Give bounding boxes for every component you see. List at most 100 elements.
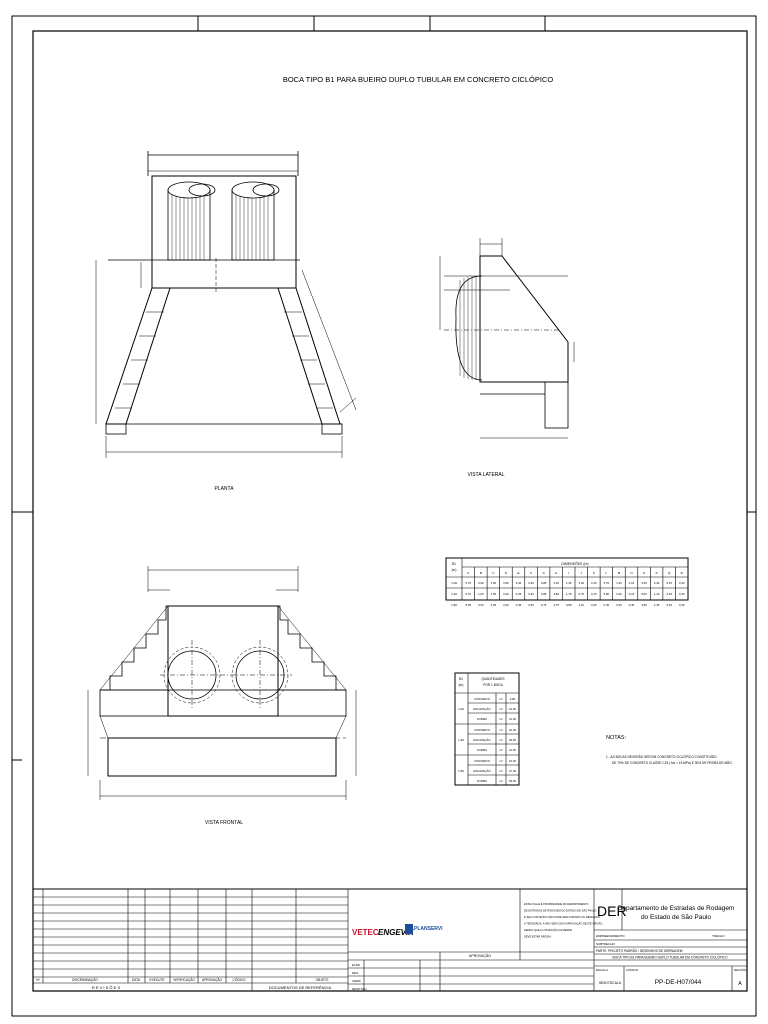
role-label: VERIF. [352,979,362,983]
qty-value: 10,90 [509,707,516,711]
dim-cell: 0,15 [591,592,597,596]
dim-col-header: M [618,571,621,575]
dim-cell: 0,85 [541,581,547,585]
dim-cell: 2,40 [654,581,660,585]
qty-group-b1: 1,00 [458,707,464,711]
dim-cell: 0,30 [503,603,509,607]
revision-label: REVISÃO [734,967,748,972]
dim-col-header: R [681,571,684,575]
dim-cell: 0,90 [478,581,484,585]
dim-cell: 5,70 [604,581,610,585]
qty-value: 41,00 [509,748,516,752]
dim-cell: 5,60 [641,592,647,596]
confidential-line: ESTE FOLHA É PROPRIEDADE DO DEPARTAMENTO [524,901,589,906]
plan-pipe-left [167,181,216,261]
dim-cell: 0,30 [528,581,534,585]
dim-cell: 8,05 [466,603,472,607]
qty-unit: m³ [499,728,502,732]
notes-heading: NOTAS: [606,735,627,741]
dim-cell: 0,45 [629,603,635,607]
dim-cell: 0,45 [666,592,672,596]
revision-header: Nº [36,978,40,982]
scale-value: SEM ESCALA [599,981,622,985]
qty-unit: m³ [499,707,502,711]
dim-corner-b1: B1 [452,562,456,566]
role-label: ELAB. [352,963,361,967]
revisions-label: R E V I S Õ E S [92,985,121,990]
dim-row-b1: 1,00 [451,581,457,585]
reference-label: DOCUMENTOS DE REFERÊNCIA [269,985,332,990]
dim-col-header: A [467,571,469,575]
qty-item: FORMA [477,779,487,783]
dimensions-table [445,557,689,601]
field-empreendimento: EMPREENDIMENTO [596,934,625,938]
dim-cell: 5,70 [466,581,472,585]
dim-cell: 4,75 [553,603,559,607]
qty-unit: m² [499,717,502,721]
qty-value: 53,00 [509,779,516,783]
reference-header-object: OBJETO [316,978,329,982]
dim-col-header: J [581,571,583,575]
dim-cell: 0,45 [591,603,597,607]
qty-header-b1: B1 [459,677,463,681]
field-subtrecho: SUBTRECHO [596,942,616,946]
drawing-title: BOCA TIPO B1 PARA BUEIRO DUPLO TUBULAR E… [283,75,554,84]
roles-text: ELAB.DES.VERIF.RESP.TÉC. [352,963,368,991]
dim-col-header: L [606,571,608,575]
dim-cell: 0,45 [516,581,522,585]
frontal-label: VISTA FRONTAL [205,820,243,826]
dim-cell: 6,70 [466,592,472,596]
dim-cell: 4,50 [641,581,647,585]
dim-cell: 1,30 [616,581,622,585]
dim-cell: 0,85 [541,592,547,596]
dim-cell: 0,30 [478,603,484,607]
qty-unit: m³ [499,759,502,763]
dim-group-header: DIMENSÕES (m) [561,561,588,566]
dim-cell: 0,45 [516,592,522,596]
qty-item: ESCAVAÇÃO [474,768,492,773]
dim-cell: 4,30 [553,581,559,585]
revision-header: EXECUTE [149,978,164,982]
dim-cell: 0,30 [679,581,685,585]
dim-col-header: H [555,571,557,575]
dim-col-header: I [568,571,569,575]
qty-unit: m² [499,748,502,752]
confidential-text: ESTE FOLHA É PROPRIEDADE DO DEPARTAMENTO… [524,901,603,939]
dim-row-b1: 1,50 [451,603,457,607]
dim-cell: 0,45 [604,603,610,607]
qty-unit: m³ [499,697,502,701]
dim-row-b1: 1,20 [451,592,457,596]
dim-cell: 0,30 [503,592,509,596]
dim-cell: 4,80 [553,592,559,596]
dim-cell: 1,55 [491,592,497,596]
logo-engevix: ENGEVIX [378,928,414,937]
dim-cell: 0,15 [629,581,635,585]
dim-cell: 2,05 [491,603,497,607]
qty-header-sub: POR 1 BOCA [483,683,503,687]
dim-cell: 0,45 [616,592,622,596]
dim-col-header: D [505,571,508,575]
qty-value: 3,80 [510,697,516,701]
qty-value: 10,30 [509,728,516,732]
revision-header: DATA [132,978,141,982]
qty-unit: m³ [499,738,502,742]
qty-value: 18,50 [509,738,516,742]
dim-col-header: C [492,571,495,575]
company-logos: VETEC ENGEVIX PLANSERVI [352,924,443,937]
dim-cell: 1,50 [491,581,497,585]
role-label: DES. [352,971,359,975]
dim-cell: 0,45 [516,603,522,607]
dim-cell: 3,95 [641,603,647,607]
dim-cell: 0,45 [528,592,534,596]
qty-header-title: QUANTIDADES [481,677,504,681]
dim-col-header: F [530,571,532,575]
dim-cell: 0,75 [541,603,547,607]
lateral-view [439,238,575,439]
code-value: PP-DE-H07/044 [655,979,702,986]
subject-line: PARTE: PROJETO PADRÃO / DESENHOS DE DREN… [596,948,683,953]
qty-unit: m³ [499,769,502,773]
sheet-border [11,15,757,1017]
revision-header: DISCRIMINAÇÃO [72,977,98,982]
